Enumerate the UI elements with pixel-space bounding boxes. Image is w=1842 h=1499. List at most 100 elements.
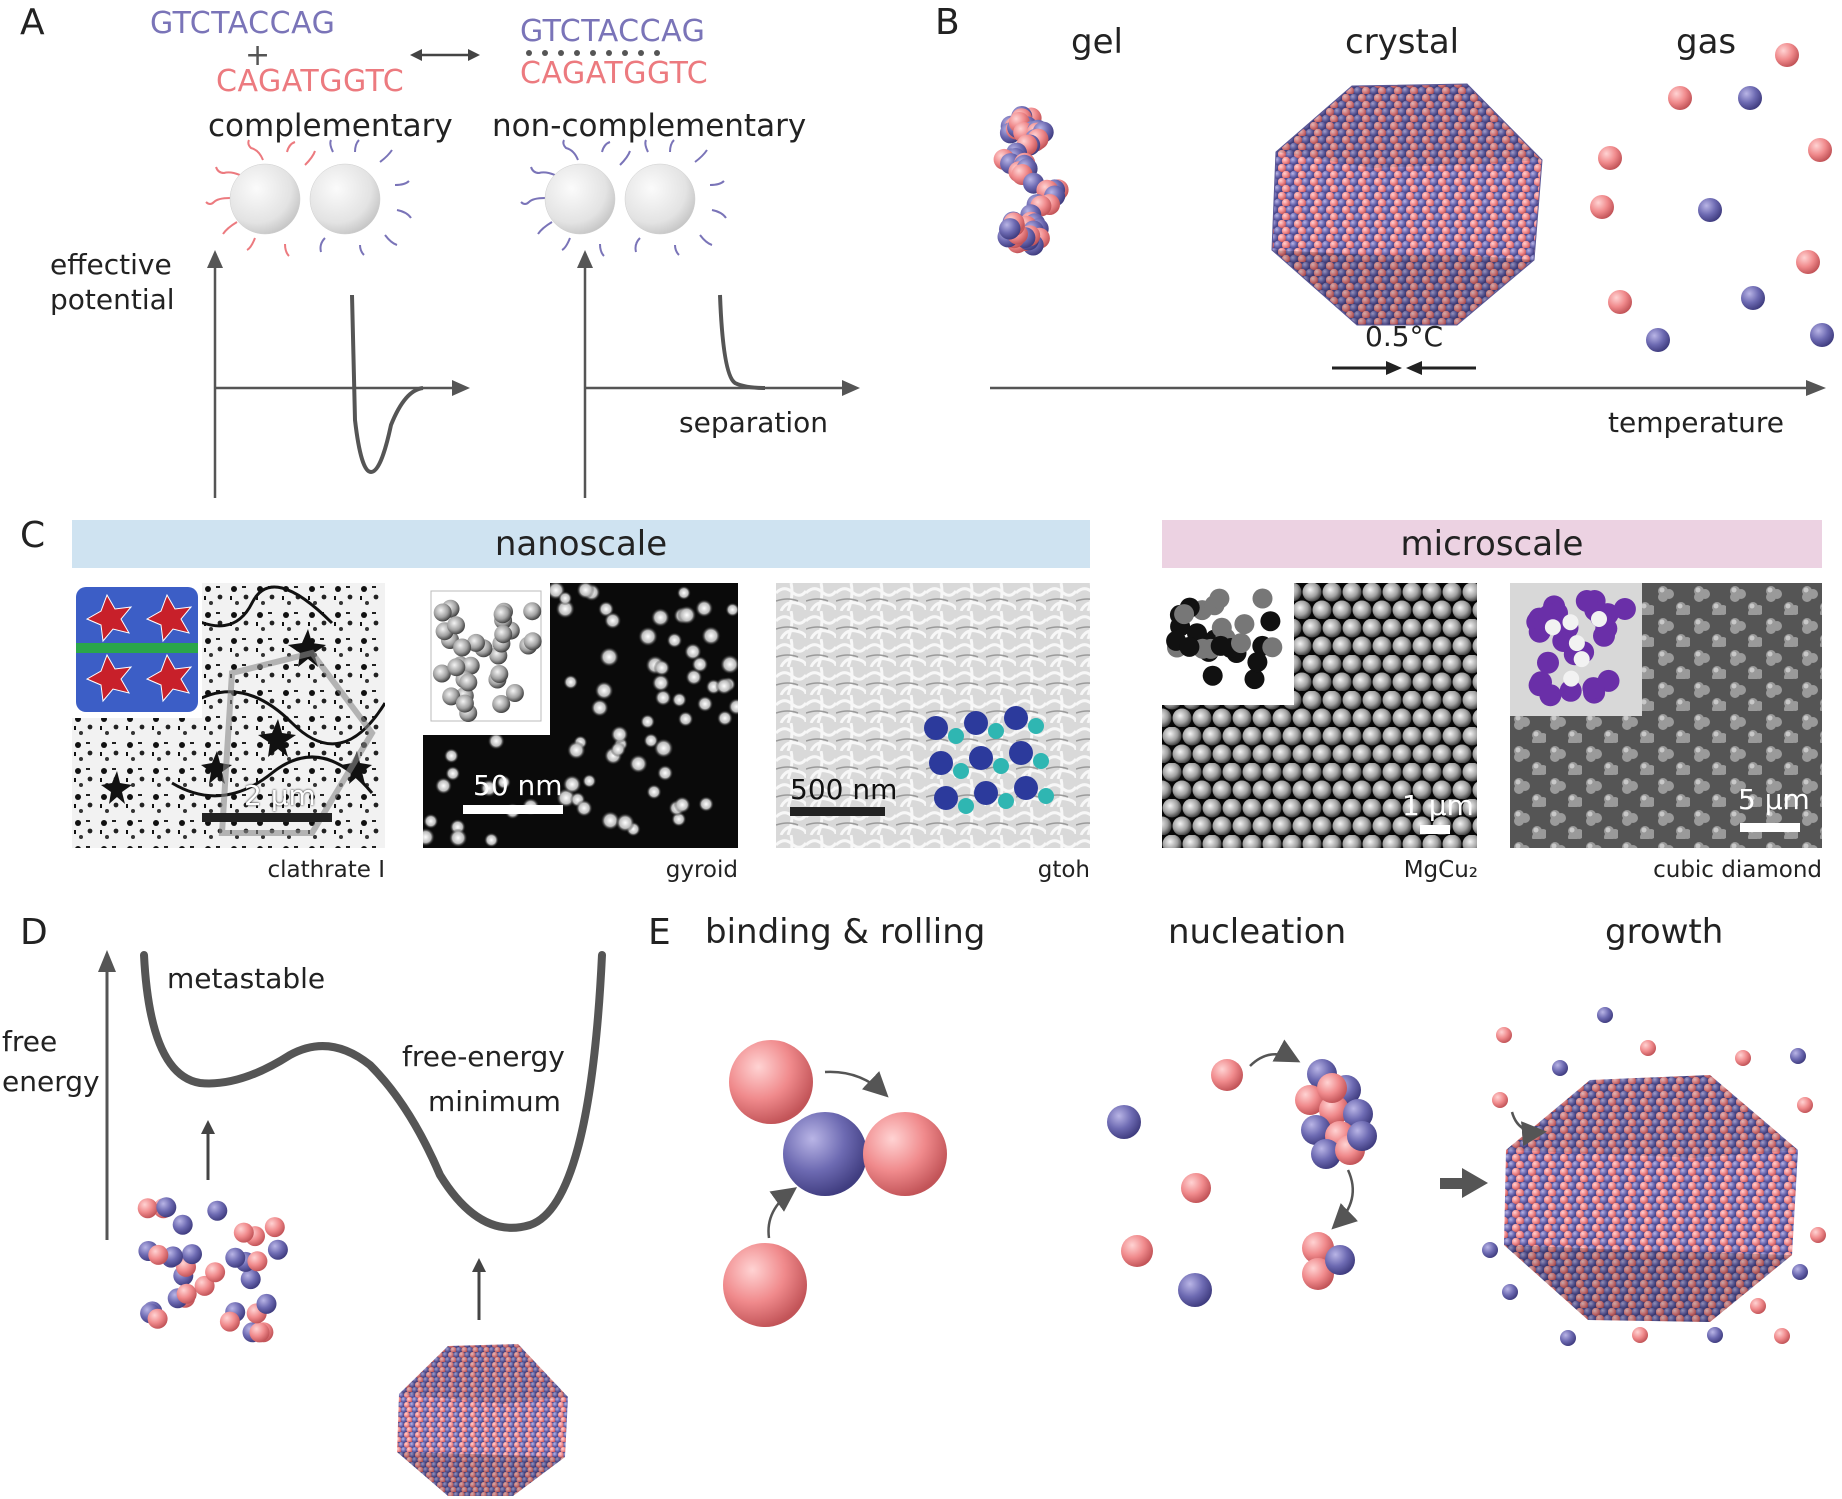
growth-bead	[1632, 1327, 1648, 1343]
sem-dot	[640, 714, 656, 730]
label-gas: gas	[1676, 22, 1737, 62]
label-non-complementary: non-complementary	[492, 108, 807, 144]
label-crystal: crystal	[1345, 22, 1460, 62]
sem-dot	[701, 626, 721, 646]
diamond-white-sphere	[1562, 614, 1579, 631]
free-energy-axis	[98, 950, 116, 1240]
mgcu2-sphere	[1247, 652, 1268, 673]
bidirectional-arrow	[410, 49, 480, 61]
seq-top-right: GTCTACCAG	[520, 14, 706, 49]
gtoh-blue-sphere	[934, 786, 958, 810]
gel-bead-small	[163, 1246, 183, 1267]
gtoh-blue-sphere	[1014, 776, 1038, 800]
mgcu2-sphere	[1211, 617, 1232, 638]
sem-dot	[684, 642, 702, 661]
sem-dot	[567, 740, 586, 760]
inset-sphere	[493, 605, 512, 624]
inset-sphere	[467, 633, 485, 652]
growth-bead	[1797, 1097, 1813, 1113]
scale-label-clathrate: 2 µm	[244, 779, 316, 812]
inset-sphere	[523, 632, 542, 651]
nucleus-bead	[1295, 1085, 1325, 1115]
gtoh-blue-sphere	[1004, 706, 1028, 730]
gel-bead-small	[256, 1293, 277, 1314]
inset-sphere	[505, 684, 524, 702]
gel-cluster-small	[137, 1197, 288, 1343]
gel-bead-small	[182, 1244, 202, 1265]
binding-rolling-diagram	[723, 1040, 947, 1327]
banner-nanoscale: nanoscale	[72, 520, 1090, 568]
gas-bead	[1590, 195, 1614, 219]
inset-sphere	[492, 695, 511, 713]
growth-bead	[1640, 1040, 1656, 1056]
sem-dot	[657, 764, 674, 782]
minimum-up-arrow	[472, 1258, 486, 1320]
sem-dot	[695, 599, 714, 618]
free-energy-ylabel-line1: free	[2, 1025, 58, 1058]
caption-gtoh: gtoh	[1037, 857, 1090, 883]
inset-sphere	[455, 694, 474, 713]
sem-dot	[677, 605, 697, 625]
sem-dot	[628, 754, 648, 774]
sem-dot	[445, 766, 461, 781]
growth-bead	[1496, 1027, 1512, 1043]
scalebar-gyroid	[463, 805, 563, 814]
inset-sphere	[523, 602, 542, 621]
gel-bead-small	[148, 1244, 169, 1265]
scale-label-gyroid: 50 nm	[473, 769, 563, 802]
image-cubic-diamond: 5 µm	[1510, 583, 1822, 848]
growth-diagram	[1482, 1007, 1826, 1346]
complementary-particles	[205, 139, 412, 257]
growth-bead	[1707, 1327, 1723, 1343]
gas-bead	[1775, 43, 1799, 67]
inset-sphere	[453, 638, 472, 657]
nucleus-bead	[1301, 1115, 1331, 1145]
scale-label-mgcu2: 1 µm	[1402, 789, 1474, 822]
label-binding-rolling: binding & rolling	[705, 912, 986, 952]
sem-dot	[448, 828, 468, 848]
sem-dot	[725, 602, 738, 617]
gas-bead	[1738, 86, 1762, 110]
temperature-xlabel: temperature	[1608, 406, 1784, 439]
diamond-white-sphere	[1568, 635, 1585, 652]
gtoh-blue-sphere	[964, 711, 988, 735]
image-mgcu2: 1 µm	[1162, 583, 1477, 848]
seq-bottom-right: CAGATGGTC	[520, 56, 709, 91]
growth-bead	[1502, 1284, 1518, 1300]
diamond-white-sphere	[1591, 611, 1607, 627]
gel-bead-small	[147, 1308, 168, 1329]
gel-bead-small	[172, 1214, 193, 1235]
mgcu2-sphere	[1179, 636, 1200, 657]
scalebar-clathrate	[202, 813, 332, 822]
diamond-sphere	[1593, 624, 1615, 647]
gas-bead	[1646, 328, 1670, 352]
inset-sphere	[461, 656, 480, 675]
diamond-sphere	[1559, 679, 1582, 702]
sem-dot	[685, 668, 703, 686]
sem-dot	[698, 796, 714, 812]
mgcu2-sphere	[1210, 635, 1231, 656]
gas-bead	[1796, 250, 1820, 274]
growth-bead	[1792, 1264, 1808, 1280]
banner-microscale: microscale	[1162, 520, 1822, 568]
sem-dot	[590, 698, 609, 717]
sem-dot	[487, 732, 505, 750]
gel-bead-small	[205, 1262, 226, 1283]
gtoh-teal-sphere	[998, 793, 1014, 809]
caption-cubic-diamond: cubic diamond	[1653, 857, 1822, 883]
gel-bead-small	[219, 1311, 240, 1332]
diamond-sphere	[1582, 677, 1605, 700]
sem-dot	[673, 796, 691, 814]
sem-dot	[480, 779, 498, 797]
converging-arrows	[1332, 361, 1476, 375]
gtoh-teal-sphere	[1033, 753, 1049, 769]
scalebar-gtoh	[790, 807, 885, 816]
sem-dot	[555, 599, 575, 619]
label-gel: gel	[1071, 22, 1123, 62]
sem-dot	[676, 585, 691, 600]
mgcu2-sphere	[1202, 665, 1223, 686]
free-energy-ylabel-line2: energy	[2, 1065, 100, 1098]
plus-sign: +	[245, 38, 271, 73]
potential-ylabel-line1: effective	[50, 248, 172, 281]
crystal-small	[397, 1344, 568, 1496]
